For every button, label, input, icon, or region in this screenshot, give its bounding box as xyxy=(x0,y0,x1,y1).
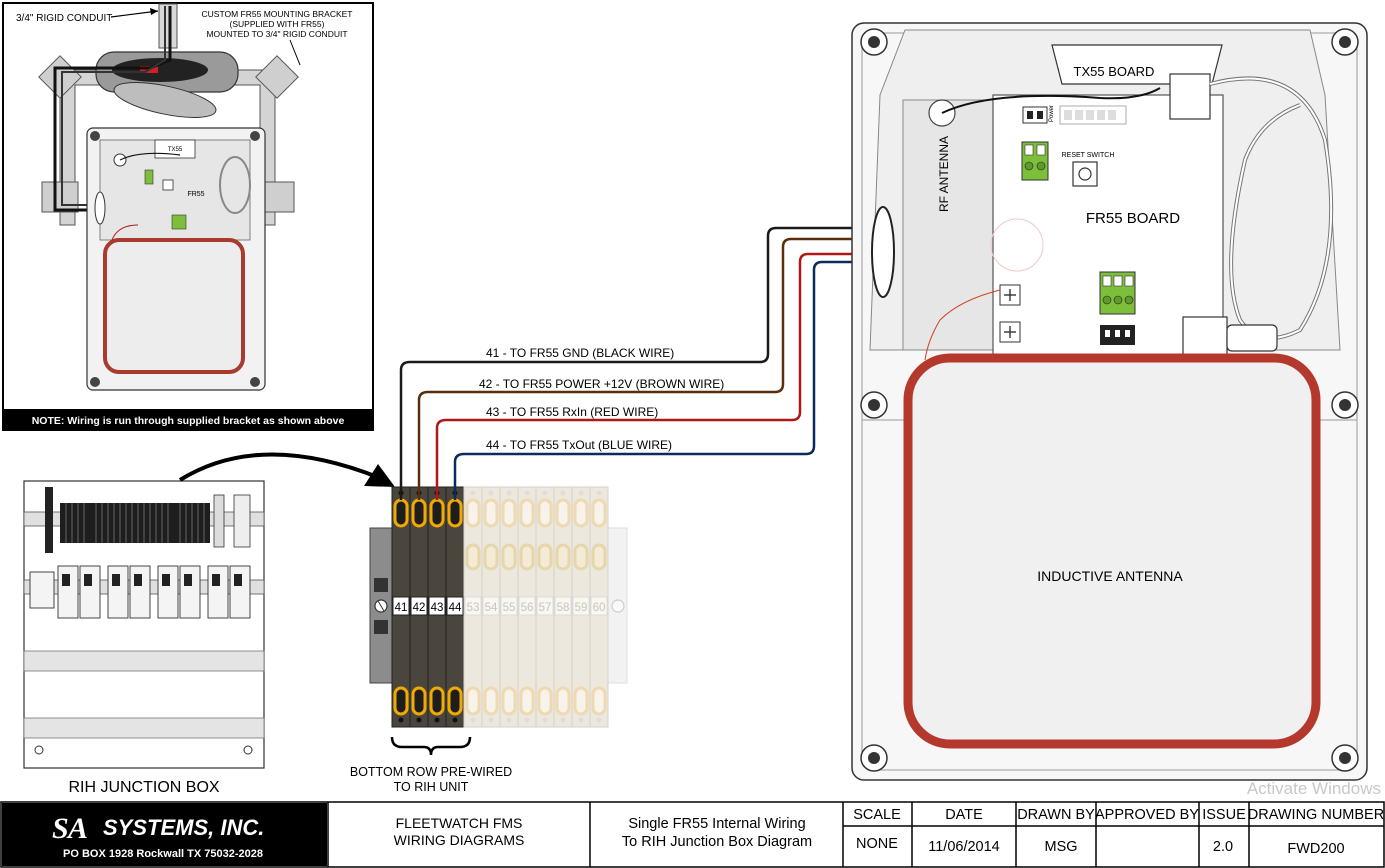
terminal-number: 42 xyxy=(413,602,426,614)
issue-value: 2.0 xyxy=(1213,839,1233,855)
terminal-44: 44 xyxy=(445,486,465,728)
rih-junction-box-caption: RIH JUNCTION BOX xyxy=(68,779,219,796)
drawing-number-header: DRAWING NUMBER xyxy=(1248,807,1384,823)
svg-text:S: S xyxy=(52,812,69,845)
terminal-number: 59 xyxy=(575,602,588,614)
wire-42-label: 42 - TO FR55 POWER +12V (BROWN WIRE) xyxy=(479,377,724,391)
description-line1: Single FR55 Internal Wiring xyxy=(628,816,805,832)
project-line2: WIRING DIAGRAMS xyxy=(394,832,525,848)
date-header: DATE xyxy=(945,807,983,823)
terminal-58: 58 xyxy=(553,486,573,728)
terminal-strip: 41 42 43 44 53 54 55 56 57 58 59 60 BOTTOM ROW PRE-… xyxy=(350,486,628,794)
drawn-by-header: DRAWN BY xyxy=(1017,807,1095,823)
svg-text:A: A xyxy=(66,812,88,845)
terminal-60: 60 xyxy=(589,486,609,728)
title-block-frame xyxy=(0,801,1385,868)
tx55-board-label: TX55 BOARD xyxy=(1074,64,1155,79)
terminal-41: 41 xyxy=(391,486,411,728)
terminal-number: 57 xyxy=(539,602,552,614)
power-label: Power xyxy=(1049,105,1055,122)
wire-43-label: 43 - TO FR55 RxIn (RED WIRE) xyxy=(486,405,658,419)
strip-caption-line1: BOTTOM ROW PRE-WIRED xyxy=(350,765,512,779)
terminal-57: 57 xyxy=(535,486,555,728)
company-address: PO BOX 1928 Rockwall TX 75032-2028 xyxy=(63,848,263,860)
pointer-arrow xyxy=(178,452,381,482)
terminal-number: 43 xyxy=(431,602,444,614)
terminal-55: 55 xyxy=(499,486,519,728)
rih-junction-box: RIH JUNCTION BOX xyxy=(23,480,265,796)
scale-value: NONE xyxy=(856,836,898,852)
reset-switch-label: RESET SWITCH xyxy=(1062,152,1115,159)
terminal-number: 56 xyxy=(521,602,534,614)
inset-fr55-label: FR55 xyxy=(187,191,204,198)
bracket-label-line3: MOUNTED TO 3/4" RIGID CONDUIT xyxy=(206,29,347,39)
terminal-54: 54 xyxy=(481,486,501,728)
inductive-antenna-label: INDUCTIVE ANTENNA xyxy=(1037,568,1183,584)
date-value: 11/06/2014 xyxy=(928,839,1000,855)
inset-note: NOTE: Wiring is run through supplied bra… xyxy=(32,415,345,427)
terminal-43: 43 xyxy=(427,486,447,728)
inset-tx55-label: TX55 xyxy=(168,147,183,153)
terminal-number: 53 xyxy=(467,602,480,614)
terminal-53: 53 xyxy=(463,486,483,728)
inductive-antenna-coil xyxy=(903,353,1321,749)
scale-header: SCALE xyxy=(853,807,901,823)
strip-brace xyxy=(390,736,472,756)
wire-41-label: 41 - TO FR55 GND (BLACK WIRE) xyxy=(486,346,674,360)
approved-by-header: APPROVED BY xyxy=(1095,807,1199,823)
terminal-number: 44 xyxy=(449,602,462,614)
terminal-number: 54 xyxy=(485,602,498,614)
company-panel xyxy=(2,803,327,866)
issue-header: ISSUE xyxy=(1202,807,1246,823)
drawn-by-value: MSG xyxy=(1044,839,1077,855)
terminal-number: 41 xyxy=(395,602,408,614)
terminal-59: 59 xyxy=(571,486,591,728)
drawing-number-value: FWD200 xyxy=(1287,841,1344,857)
description-line2: To RIH Junction Box Diagram xyxy=(622,834,812,850)
project-line1: FLEETWATCH FMS xyxy=(396,815,523,831)
bracket-label-line1: CUSTOM FR55 MOUNTING BRACKET xyxy=(202,9,353,19)
company-name: SYSTEMS, INC. xyxy=(103,815,264,840)
conduit-label: 3/4" RIGID CONDUIT xyxy=(16,13,112,24)
rf-antenna-label: RF ANTENNA xyxy=(937,136,951,212)
terminal-number: 55 xyxy=(503,602,516,614)
wire-44-label: 44 - TO FR55 TxOut (BLUE WIRE) xyxy=(486,438,672,452)
fr55-board-label: FR55 BOARD xyxy=(1086,210,1180,227)
bracket-label-line2: (SUPPLIED WITH FR55) xyxy=(230,19,325,29)
enclosure: RF ANTENNA TX55 BOARD Power RESET SWITCH… xyxy=(851,22,1368,781)
activate-windows-watermark: Activate Windows xyxy=(1246,779,1381,798)
terminal-42: 42 xyxy=(409,486,429,728)
terminal-number: 58 xyxy=(557,602,570,614)
inset-panel: 3/4" RIGID CONDUIT CUSTOM FR55 MOUNTING … xyxy=(2,2,374,431)
strip-caption-line2: TO RIH UNIT xyxy=(394,780,469,794)
company-logo: S A xyxy=(52,812,88,845)
terminal-number: 60 xyxy=(593,602,606,614)
terminal-56: 56 xyxy=(517,486,537,728)
